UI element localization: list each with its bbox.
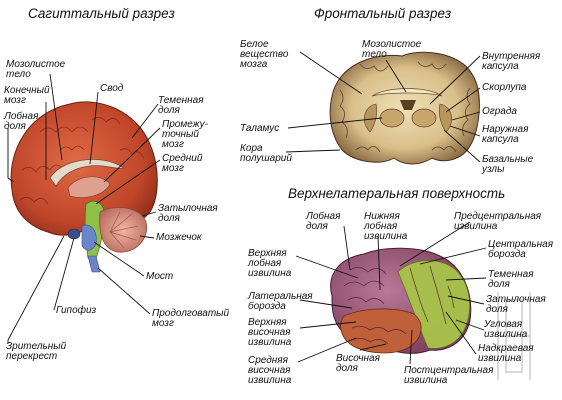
lateral-brain (330, 247, 472, 354)
frontal-cortex-folds (339, 61, 471, 153)
label-lateral-postcentral-gyrus: Постцентральная извилина (404, 365, 494, 386)
label-lateral-parietal-lobe: Теменная доля (488, 269, 534, 290)
label-lateral-frontal-lobe: Лобная доля (306, 211, 341, 232)
label-sagittal-medulla: Продолговатый мозг (152, 308, 230, 329)
label-sagittal-fornix: Свод (100, 83, 124, 94)
label-sagittal-pons: Мост (146, 271, 174, 282)
label-lateral-angular-gyrus: Угловая извилина (484, 319, 528, 340)
label-sagittal-optic-chiasm: Зрительный перекрест (6, 341, 67, 362)
label-lateral-superior-temporal-gyrus: Верхняя височная извилина (248, 317, 292, 348)
sagittal-leader-lines (7, 73, 161, 344)
lateral-title: Верхнелатеральная поверхность (288, 186, 506, 201)
label-sagittal-pituitary: Гипофиз (56, 305, 97, 316)
sagittal-pons (81, 224, 97, 251)
sagittal-cerebrum (10, 101, 158, 236)
sagittal-brain (10, 101, 158, 273)
label-lateral-central-sulcus: Центральная борозда (488, 239, 554, 260)
label-lateral-lateral-sulcus: Латеральная борозда (248, 291, 313, 312)
frontal-brain (329, 51, 480, 165)
label-lateral-inferior-frontal-gyrus: Нижняя лобная извилина (364, 211, 408, 242)
label-lateral-superior-frontal-gyrus: Верхняя лобная извилина (248, 248, 292, 279)
label-sagittal-midbrain: Средний мозг (162, 153, 203, 174)
label-lateral-precentral-gyrus: Предцентральная извилина (454, 211, 542, 232)
label-sagittal-parietal-lobe: Теменная доля (158, 95, 204, 116)
label-lateral-middle-temporal-gyrus: Средняя височная извилина (248, 355, 292, 386)
label-frontal-white-matter: Белое вещество мозга (240, 39, 289, 70)
label-frontal-internal-capsule: Внутренняя капсула (482, 51, 541, 72)
label-frontal-corpus-callosum: Мозолистое тело (362, 39, 422, 60)
watermark-logo (497, 292, 531, 380)
label-lateral-supramarginal-gyrus: Надкраевая извилина (478, 343, 534, 364)
frontal-ventricle (400, 100, 416, 110)
sagittal-arbor-vitae (109, 211, 139, 249)
sagittal-gyri (19, 117, 145, 205)
sagittal-diencephalon (67, 176, 111, 198)
lateral-gyri (343, 265, 455, 345)
label-sagittal-occipital-lobe: Затылочная доля (158, 203, 218, 224)
lateral-leader-lines (295, 221, 487, 365)
label-frontal-putamen: Скорлупа (482, 82, 527, 93)
label-sagittal-frontal-lobe: Лобная доля (4, 111, 39, 132)
sagittal-pituitary (67, 228, 81, 240)
label-frontal-claustrum: Ограда (482, 106, 517, 117)
lateral-temporal-lobe (340, 308, 422, 354)
label-frontal-cortex: Кора полушарий (240, 143, 292, 164)
label-frontal-basal-ganglia: Базальные узлы (482, 154, 534, 175)
sagittal-medulla (87, 255, 101, 273)
label-lateral-temporal-lobe: Височная доля (336, 353, 380, 374)
frontal-title: Фронтальный разрез (314, 6, 452, 21)
label-sagittal-telencephalon: Конечный мозг (4, 85, 50, 106)
label-frontal-external-capsule: Наружная капсула (482, 124, 529, 145)
label-sagittal-cerebellum: Мозжечок (156, 232, 202, 243)
label-sagittal-diencephalon: Промежу- точный мозг (162, 119, 208, 150)
label-frontal-thalamus: Таламус (240, 123, 280, 134)
frontal-leader-lines (285, 51, 481, 163)
sagittal-title: Сагиттальный разрез (28, 6, 175, 21)
label-lateral-occipital-lobe: Затылочная доля (486, 294, 546, 315)
label-sagittal-corpus-callosum: Мозолистое тело (6, 59, 66, 80)
frontal-thalamus-right (411, 108, 437, 128)
sagittal-corpus-callosum (49, 159, 125, 187)
frontal-thalamus-left (379, 108, 405, 128)
sagittal-cerebellum (99, 207, 148, 253)
frontal-corpus-callosum (371, 88, 443, 97)
frontal-putamen-left (364, 103, 378, 133)
